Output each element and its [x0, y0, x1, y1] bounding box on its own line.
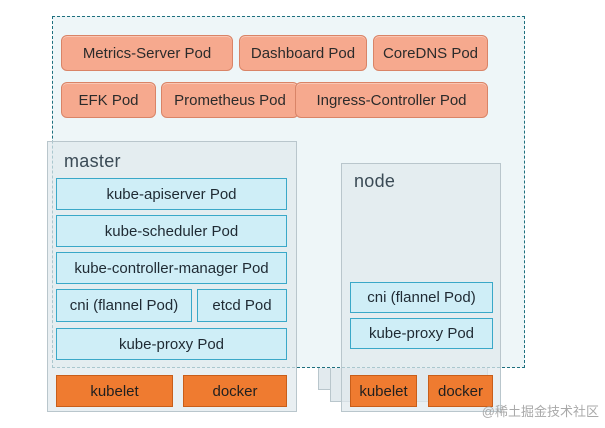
node-docker[interactable]: docker	[428, 375, 493, 407]
coredns-pod[interactable]: CoreDNS Pod	[373, 35, 488, 71]
kube-scheduler-pod[interactable]: kube-scheduler Pod	[56, 215, 287, 247]
kube-apiserver-pod[interactable]: kube-apiserver Pod	[56, 178, 287, 210]
kube-controller-manager-pod[interactable]: kube-controller-manager Pod	[56, 252, 287, 284]
watermark-text: @稀土掘金技术社区	[481, 404, 599, 419]
efk-pod[interactable]: EFK Pod	[61, 82, 156, 118]
prometheus-pod[interactable]: Prometheus Pod	[161, 82, 299, 118]
node-cni-flannel-pod[interactable]: cni (flannel Pod)	[350, 282, 493, 313]
master-cni-flannel-pod[interactable]: cni (flannel Pod)	[56, 289, 192, 322]
node-title: node	[354, 171, 396, 191]
master-kubelet[interactable]: kubelet	[56, 375, 173, 407]
metrics-server-pod[interactable]: Metrics-Server Pod	[61, 35, 233, 71]
etcd-pod[interactable]: etcd Pod	[197, 289, 287, 322]
master-docker[interactable]: docker	[183, 375, 287, 407]
ingress-controller-pod[interactable]: Ingress-Controller Pod	[295, 82, 488, 118]
dashboard-pod[interactable]: Dashboard Pod	[239, 35, 367, 71]
node-kubelet[interactable]: kubelet	[350, 375, 417, 407]
master-kube-proxy-pod[interactable]: kube-proxy Pod	[56, 328, 287, 360]
node-kube-proxy-pod[interactable]: kube-proxy Pod	[350, 318, 493, 349]
master-title: master	[64, 151, 121, 171]
